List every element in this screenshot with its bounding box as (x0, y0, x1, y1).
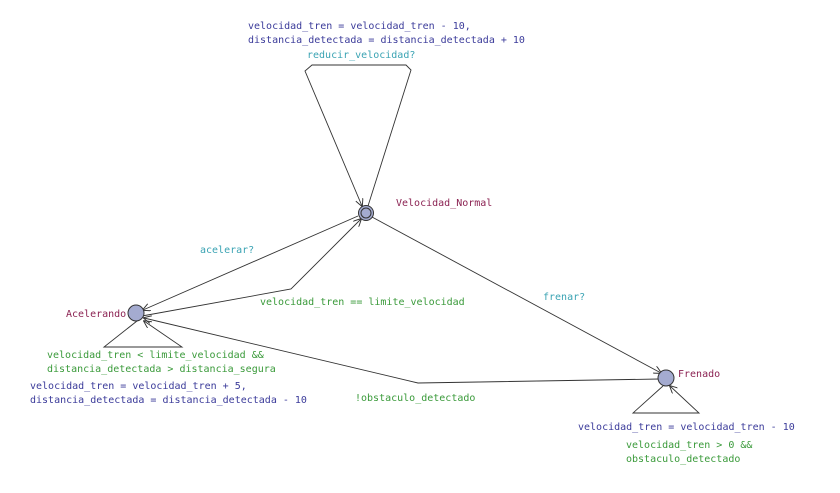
location-name-velocidad-normal: Velocidad_Normal (396, 198, 492, 209)
location-frenado[interactable] (657, 369, 675, 387)
guard-label: !obstaculo_detectado (355, 393, 475, 404)
edge-acelerando-self-loop[interactable] (102, 321, 184, 348)
edge-normal-to-frenado[interactable] (371, 216, 661, 373)
guard-label: obstaculo_detectado (626, 454, 740, 465)
update-label: distancia_detectada = distancia_detectad… (248, 35, 525, 46)
sync-label: acelerar? (200, 245, 254, 256)
update-label: distancia_detectada = distancia_detectad… (30, 395, 307, 406)
guard-label: velocidad_tren > 0 && (626, 440, 752, 451)
guard-label: velocidad_tren < limite_velocidad && (47, 350, 264, 361)
guard-label: distancia_detectada > distancia_segura (47, 364, 276, 375)
update-label: velocidad_tren = velocidad_tren - 10, (248, 21, 471, 32)
sync-label: frenar? (543, 292, 585, 303)
edge-normal-to-acelerando[interactable] (143, 215, 359, 310)
update-label: velocidad_tren = velocidad_tren + 5, (30, 381, 247, 392)
sync-label: reducir_velocidad? (307, 50, 415, 61)
update-label: velocidad_tren = velocidad_tren - 10 (578, 422, 795, 433)
edge-acelerando-to-normal[interactable] (141, 219, 361, 317)
location-velocidad-normal[interactable] (358, 205, 374, 221)
edge-frenado-self-loop[interactable] (631, 386, 701, 414)
location-acelerando[interactable] (127, 304, 145, 322)
location-name-acelerando: Acelerando (66, 309, 126, 320)
edge-normal-self-loop[interactable] (304, 64, 412, 206)
guard-label: velocidad_tren == limite_velocidad (260, 297, 465, 308)
edge-frenado-to-acelerando[interactable] (144, 318, 660, 384)
location-name-frenado: Frenado (678, 369, 720, 380)
